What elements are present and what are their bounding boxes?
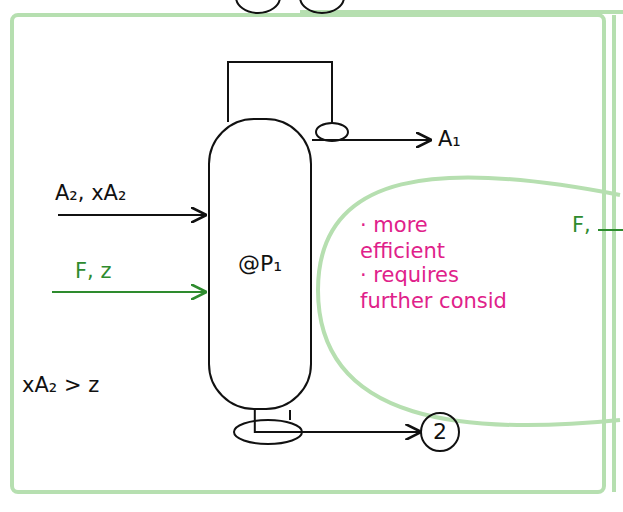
node-text: 2 (433, 419, 447, 445)
stream-stub (598, 229, 623, 231)
column-vessel: @P₁ (208, 118, 312, 410)
feed-arrow (52, 291, 205, 293)
stream-label: A₁ (438, 126, 461, 152)
stream-label: A₂, xA₂ (55, 180, 126, 206)
feed-arrow (58, 214, 205, 216)
region-outline (318, 177, 620, 425)
annotation-note: · more efficient (360, 212, 480, 265)
node-text: @P₁ (238, 251, 282, 277)
reflux-pipe (228, 62, 332, 123)
condenser (316, 123, 348, 141)
panel-frame (300, 12, 623, 492)
stream-label: F, (572, 212, 591, 238)
annotation-note: · requires further consid (360, 262, 535, 315)
reboiler-pipe (289, 410, 291, 420)
stream-label: F, z (75, 258, 111, 284)
condition-note: xA₂ > z (22, 372, 99, 398)
panel-frame (12, 15, 604, 492)
distillate-arrow (312, 139, 430, 141)
cut-circle (236, 0, 280, 13)
stream-connector (255, 410, 420, 432)
cut-circle (300, 0, 344, 13)
stream-circle: 2 (420, 412, 460, 452)
